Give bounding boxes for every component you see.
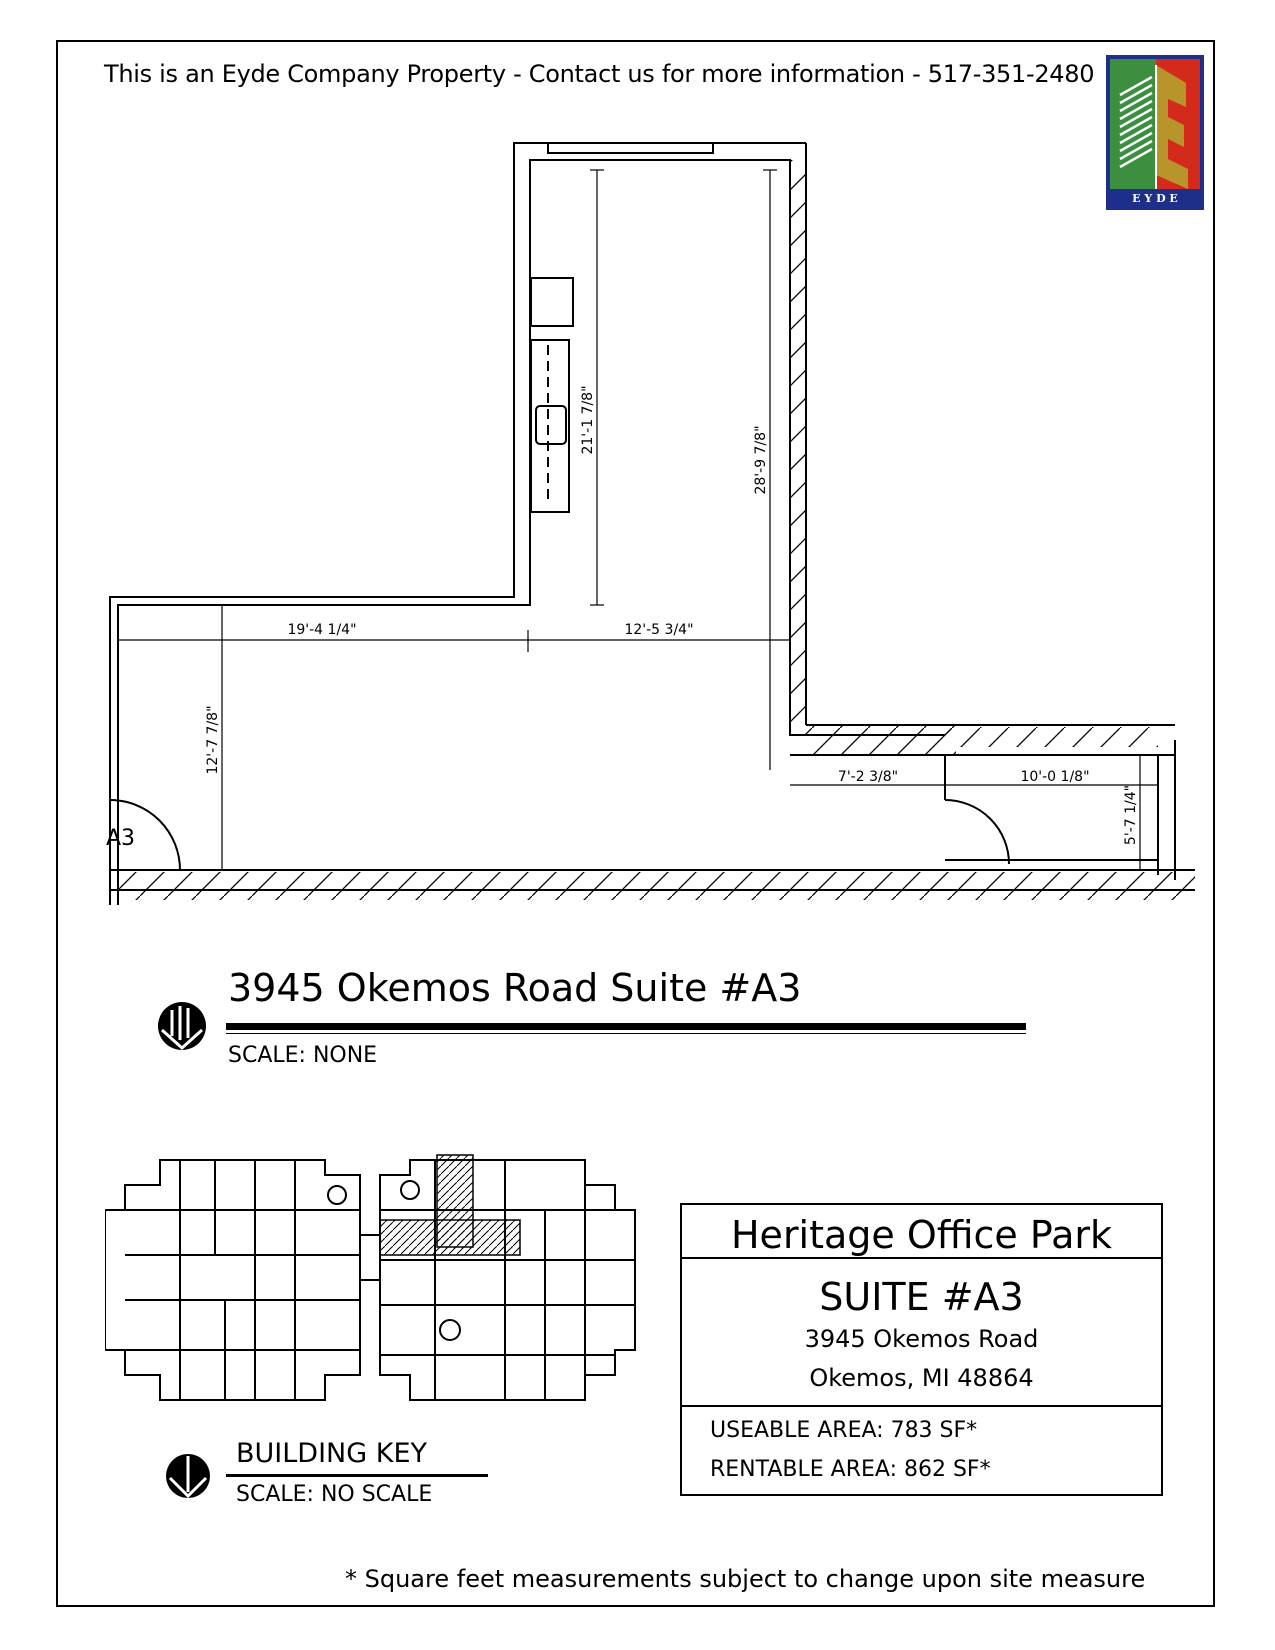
- eyde-logo: E Y D E: [1106, 55, 1204, 210]
- logo-green-panel: [1110, 59, 1156, 189]
- title-rule-thin: [226, 1033, 1026, 1034]
- dim-left-width: 19'-4 1/4": [287, 622, 356, 638]
- plan-title: 3945 Okemos Road Suite #A3: [228, 966, 802, 1010]
- building-key-plan: [105, 1154, 636, 1401]
- plan-appliance: [530, 277, 574, 327]
- dim-kitchen-height: 21'-1 7/8": [580, 385, 596, 454]
- rentable-area: RENTABLE AREA: 862 SF*: [710, 1457, 991, 1482]
- page-border: [56, 40, 1215, 1607]
- plan-wall-outer: [109, 142, 806, 905]
- building-key-scale: SCALE: NO SCALE: [236, 1482, 433, 1507]
- dim-main-height: 28'-9 7/8": [753, 425, 769, 494]
- building-key-title: BUILDING KEY: [236, 1438, 428, 1469]
- title-rule: [226, 1023, 1026, 1030]
- plan-sink: [535, 405, 567, 445]
- plan-wall-inner: [117, 159, 945, 905]
- footnote: * Square feet measurements subject to ch…: [345, 1565, 1146, 1593]
- contact-header: This is an Eyde Company Property - Conta…: [104, 60, 1095, 88]
- north-arrow-icon: [158, 1002, 206, 1051]
- key-highlight-horizontal: [379, 1219, 521, 1256]
- plan-scale: SCALE: NONE: [228, 1043, 378, 1068]
- logo-brand-text: E Y D E: [1132, 192, 1178, 205]
- city-state-zip: Okemos, MI 48864: [809, 1364, 1034, 1392]
- info-header-row: [680, 1203, 1163, 1259]
- dim-pocket-width: 10'-0 1/8": [1020, 769, 1089, 785]
- building-key-rule: [226, 1474, 488, 1477]
- plan-door-swing: [109, 799, 181, 871]
- plan-door-swing-2: [944, 799, 1010, 865]
- dim-left-height: 12'-7 7/8": [205, 705, 221, 774]
- dim-right-width: 12'-5 3/4": [624, 622, 693, 638]
- plan-counter: [530, 339, 570, 513]
- dim-pocket-height: 5'-7 1/4": [1123, 785, 1139, 845]
- suite-number: SUITE #A3: [819, 1275, 1024, 1319]
- logo-e-shape: [1156, 65, 1188, 189]
- info-divider: [680, 1405, 1163, 1407]
- dim-lower-width: 7'-2 3/8": [838, 769, 898, 785]
- north-arrow-icon-key: [166, 1454, 210, 1499]
- street-address: 3945 Okemos Road: [804, 1325, 1039, 1353]
- floor-plan: 21'-1 7/8" 28'-9 7/8" 19'-4 1/4" 12'-5 3…: [106, 142, 1195, 905]
- park-name: Heritage Office Park: [730, 1213, 1113, 1257]
- unit-label: A3: [106, 826, 135, 851]
- usable-area: USEABLE AREA: 783 SF*: [710, 1418, 978, 1443]
- info-box: [680, 1203, 1163, 1496]
